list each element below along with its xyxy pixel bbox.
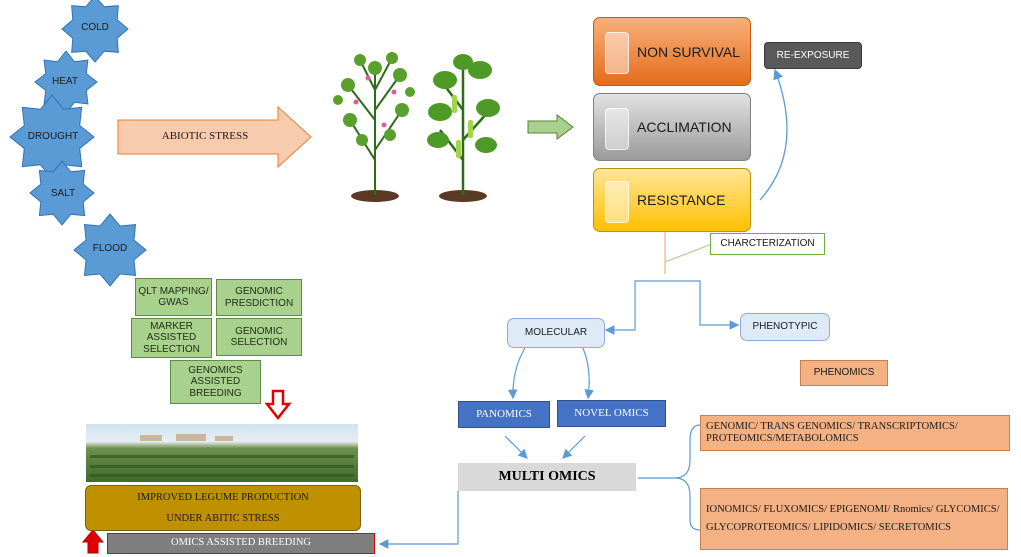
stress-label-drought: DROUGHT bbox=[27, 131, 79, 143]
omics-list-2-box: IONOMICS/ FLUXOMICS/ EPIGENOMI/ Rnomics/… bbox=[700, 488, 1008, 550]
down-red-arrow bbox=[264, 389, 292, 421]
multi-to-breeding-line bbox=[378, 491, 459, 549]
star-cold-shape bbox=[61, 0, 129, 63]
up-red-arrow bbox=[81, 529, 105, 554]
acclimation-label: ACCLIMATION bbox=[637, 119, 732, 135]
stress-label-heat: HEAT bbox=[52, 76, 78, 88]
branch-to-molecular bbox=[604, 280, 665, 335]
characterization-box: CHARCTERIZATION bbox=[710, 233, 825, 255]
molecular-to-panomics bbox=[507, 347, 526, 400]
stress-label-cold: COLD bbox=[81, 22, 109, 34]
novel-to-multi bbox=[562, 435, 586, 459]
multi-omics-box: MULTI OMICS bbox=[458, 463, 636, 491]
char-connector bbox=[664, 243, 713, 263]
resistance-box: RESISTANCE bbox=[593, 168, 751, 232]
star-salt-shape bbox=[29, 160, 95, 226]
stress-label-salt: SALT bbox=[50, 188, 76, 200]
acclimation-box: ACCLIMATION bbox=[593, 93, 751, 161]
molecular-box: MOLECULAR bbox=[507, 318, 605, 348]
abiotic-stress-label: ABIOTIC STRESS bbox=[161, 129, 249, 142]
omics-assisted-breeding-box: OMICS ASSISTED BREEDING bbox=[107, 533, 375, 554]
omics-list-1-box: GENOMIC/ TRANS GENOMICS/ TRANSCRIPTOMICS… bbox=[700, 415, 1010, 451]
marker-assisted-selection-box: MARKER ASSISTED SELECTION bbox=[131, 318, 212, 358]
novel-omics-box: NOVEL OMICS bbox=[557, 400, 666, 427]
chickpea-plant-icon bbox=[333, 52, 415, 202]
genomics-assisted-breeding-box: GENOMICS ASSISTED BREEDING bbox=[170, 360, 261, 404]
star-flood-shape bbox=[73, 213, 147, 287]
abiotic-stress-arrow bbox=[117, 105, 312, 169]
multi-to-list-brace bbox=[638, 424, 701, 531]
field-photo bbox=[86, 424, 358, 482]
panomics-box: PANOMICS bbox=[458, 401, 550, 428]
re-exposure-box: RE-EXPOSURE bbox=[764, 42, 862, 69]
genomic-selection-box: GENOMIC SELECTION bbox=[216, 318, 302, 356]
phenotypic-box: PHENOTYPIC bbox=[740, 313, 830, 341]
non-survival-label: NON SURVIVAL bbox=[637, 43, 740, 60]
resistance-label: RESISTANCE bbox=[637, 192, 726, 208]
soybean-plant-icon bbox=[427, 54, 500, 202]
qlt-mapping-box: QLT MAPPING/ GWAS bbox=[135, 278, 212, 316]
re-exposure-loop bbox=[759, 68, 788, 201]
stress-stars bbox=[9, 0, 147, 287]
plant-to-outcome-arrow bbox=[527, 114, 574, 140]
panomics-to-multi bbox=[504, 435, 528, 459]
phenomics-box: PHENOMICS bbox=[800, 360, 888, 386]
genomic-prediction-box: GENOMIC PRESDICTION bbox=[216, 279, 302, 316]
molecular-to-novel bbox=[582, 347, 594, 400]
branch-to-phenotypic bbox=[665, 280, 740, 330]
improved-production-box: IMPROVED LEGUME PRODUCTION UNDER ABITIC … bbox=[85, 485, 361, 531]
non-survival-box: NON SURVIVAL bbox=[593, 17, 751, 86]
stress-label-flood: FLOOD bbox=[92, 243, 128, 255]
